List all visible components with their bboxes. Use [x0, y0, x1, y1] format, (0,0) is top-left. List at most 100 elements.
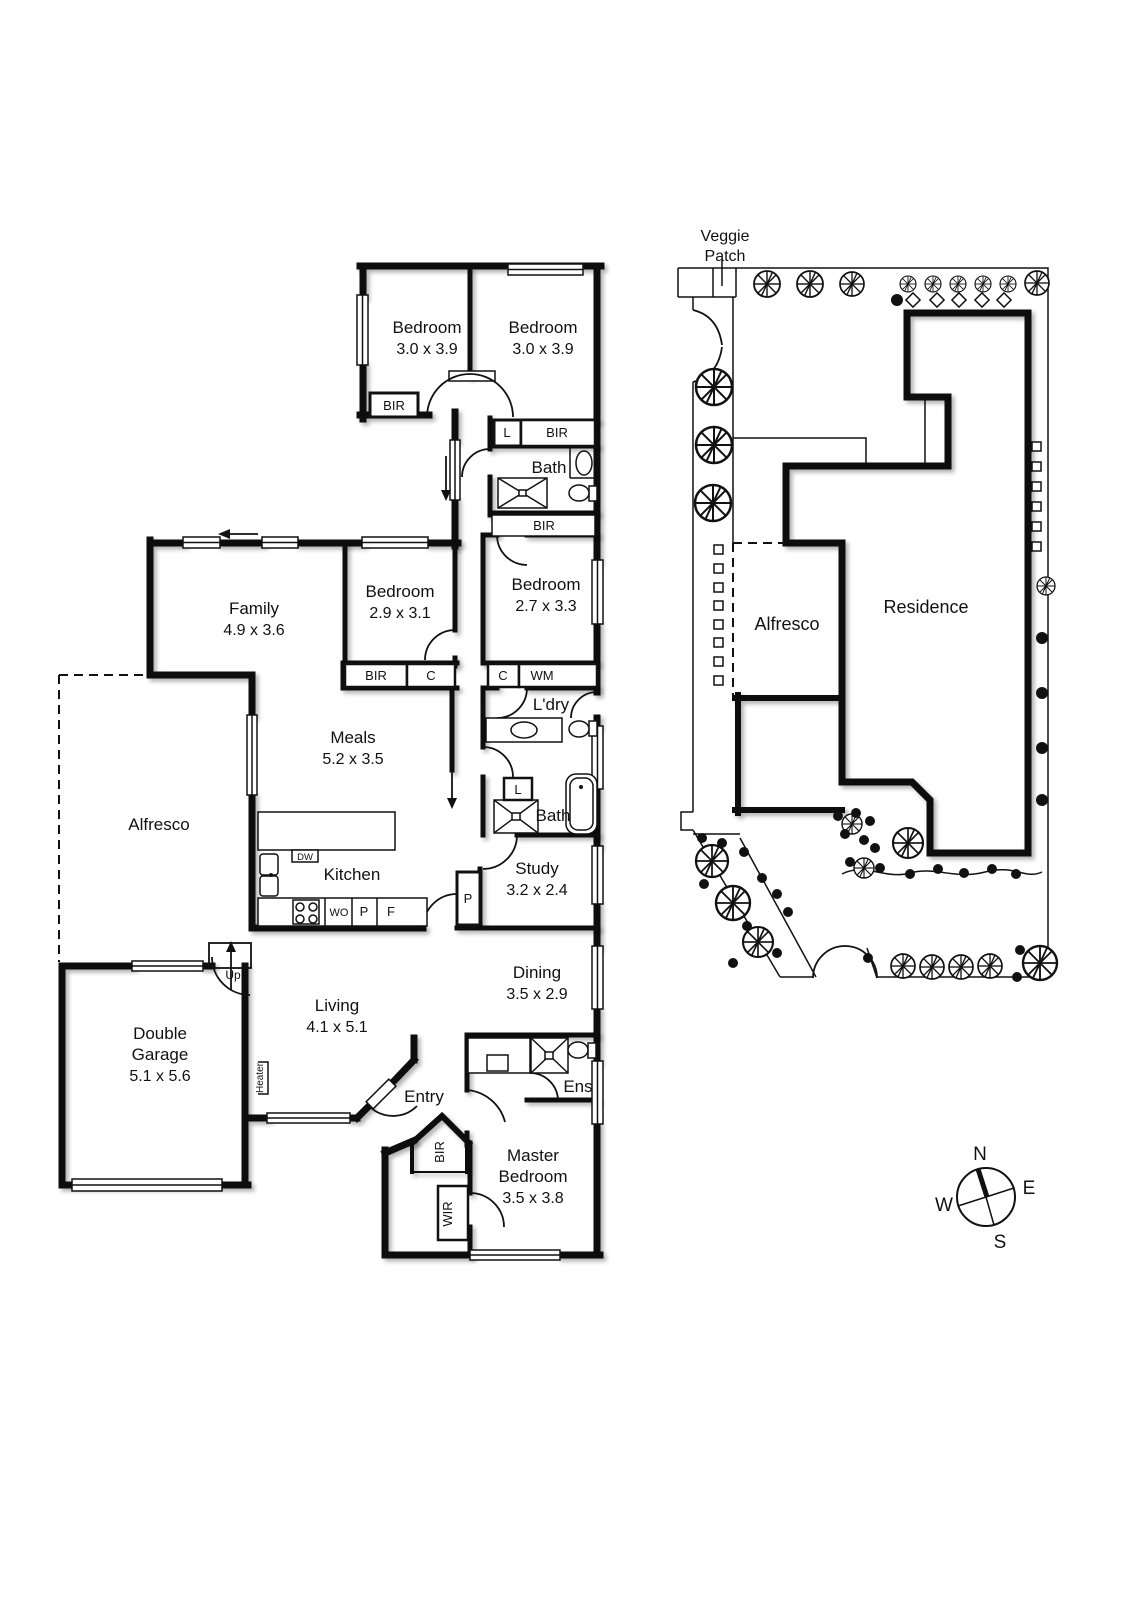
compass-east-label: E	[1023, 1178, 1036, 1199]
room-dims-garage: 5.1 x 5.6	[129, 1068, 190, 1085]
kitchen-bench	[257, 897, 428, 927]
arrow-down-icon	[441, 490, 451, 501]
veggie-patch-label-line1: Veggie	[701, 228, 750, 245]
room-label-bath2: Bath	[536, 806, 571, 825]
room-dims-dining: 3.5 x 2.9	[506, 986, 567, 1003]
site-alfresco-dashed	[732, 542, 786, 695]
room-label-bedroom-top-right: Bedroom	[509, 318, 578, 337]
pantry-label: P	[464, 891, 473, 906]
door-header	[448, 370, 496, 382]
site-plan: Veggie Patch Alfresco Residence	[677, 228, 1059, 982]
cooktop	[292, 899, 320, 925]
room-label-garage-line2: Garage	[132, 1045, 189, 1064]
site-alfresco-label: Alfresco	[754, 614, 819, 634]
room-label-dining: Dining	[513, 963, 561, 982]
room-dims-master: 3.5 x 3.8	[502, 1190, 563, 1207]
bir-label: BIR	[383, 398, 405, 413]
arrow-up-icon	[226, 941, 236, 952]
wm-box	[517, 662, 599, 689]
room-label-meals: Meals	[330, 728, 375, 747]
room-dims-study: 3.2 x 2.4	[506, 882, 567, 899]
wo-label: WO	[330, 907, 349, 919]
room-label-bedroom-right: Bedroom	[512, 575, 581, 594]
toilet-ensuite	[567, 1041, 597, 1059]
bir-box	[368, 391, 420, 419]
room-dims-bedroom-top-left: 3.0 x 3.9	[396, 341, 457, 358]
room-dims-bedroom-mid: 2.9 x 3.1	[369, 605, 430, 622]
compass-south-label: S	[994, 1232, 1007, 1253]
bir-label: BIR	[533, 518, 555, 533]
site-labels: Veggie Patch Alfresco Residence	[701, 228, 969, 634]
room-label-bath: Bath	[532, 458, 567, 477]
alfresco-dashed-outline	[58, 674, 150, 962]
garden-diamonds	[904, 291, 1013, 309]
room-label-kitchen: Kitchen	[324, 865, 381, 884]
vanity-bath2	[485, 717, 563, 743]
heater-unit	[258, 1061, 269, 1095]
bir-label: BIR	[432, 1141, 447, 1163]
stairs	[208, 942, 252, 969]
toilet-bath2	[568, 720, 598, 738]
compass-west-label: W	[935, 1195, 953, 1216]
veggie-patch-label-line2: Patch	[705, 248, 746, 265]
windows	[71, 263, 604, 1261]
site-residence-label: Residence	[883, 597, 968, 617]
fridge-label: F	[387, 904, 395, 919]
toilet-bath1	[568, 484, 598, 502]
compass-needle	[975, 1168, 990, 1198]
room-labels: Bedroom 3.0 x 3.9 Bedroom 3.0 x 3.9 Bedr…	[128, 318, 592, 1207]
room-label-master-line2: Bedroom	[499, 1167, 568, 1186]
room-label-laundry: L'dry	[533, 695, 570, 714]
linen-label: L	[514, 782, 521, 797]
room-label-entry: Entry	[404, 1087, 444, 1106]
room-label-master-line1: Master	[507, 1146, 559, 1165]
linen-box	[502, 776, 534, 802]
stepping-stones	[713, 441, 1042, 686]
site-boundary	[677, 260, 1049, 979]
bir-box	[519, 418, 597, 448]
linen-label: L	[503, 425, 510, 440]
linen-box	[492, 418, 523, 448]
bathtub	[565, 773, 598, 835]
wir-box	[436, 1184, 470, 1242]
door-swings	[211, 373, 598, 1228]
bir-label: BIR	[365, 668, 387, 683]
vanity-bath1	[569, 446, 594, 479]
room-dims-meals: 5.2 x 3.5	[322, 751, 383, 768]
room-dims-bedroom-top-right: 3.0 x 3.9	[512, 341, 573, 358]
garden-trees	[693, 270, 1059, 982]
heater-label: Heater	[255, 1062, 266, 1093]
room-label-alfresco: Alfresco	[128, 815, 189, 834]
compass-rose: N E S W	[935, 1144, 1035, 1253]
vanity-ensuite	[467, 1037, 531, 1074]
front-door-leaf	[365, 1078, 397, 1110]
dishwasher	[291, 849, 319, 863]
shower-bath2	[493, 799, 539, 834]
room-label-bedroom-mid: Bedroom	[366, 582, 435, 601]
kitchen-sink	[259, 853, 279, 897]
fixture-labels: BIR L BIR BIR BIR C C WM L DW WO P F P U…	[225, 398, 568, 1227]
pantry-box	[455, 870, 482, 927]
wm-label: WM	[530, 668, 553, 683]
shower-bath1	[497, 477, 548, 509]
arrow-left-icon	[218, 529, 230, 539]
room-dims-family: 4.9 x 3.6	[223, 622, 284, 639]
residence-outline	[732, 309, 1032, 857]
floor-plan: Bedroom 3.0 x 3.9 Bedroom 3.0 x 3.9 Bedr…	[58, 262, 605, 1261]
cupboard-label: C	[498, 668, 507, 683]
room-label-family: Family	[229, 599, 280, 618]
room-label-study: Study	[515, 859, 559, 878]
pantry-label: P	[360, 904, 369, 919]
kitchen-island-bench	[257, 811, 396, 851]
shower-ensuite	[530, 1037, 569, 1074]
dw-label: DW	[297, 852, 313, 863]
arrows	[218, 456, 457, 990]
room-label-ensuite: Ens	[563, 1077, 592, 1096]
room-dims-living: 4.1 x 5.1	[306, 1019, 367, 1036]
shrub-dots	[697, 294, 1048, 982]
wir-label: WIR	[440, 1201, 455, 1226]
bir-box	[491, 514, 596, 537]
arrow-down-icon	[447, 798, 457, 809]
